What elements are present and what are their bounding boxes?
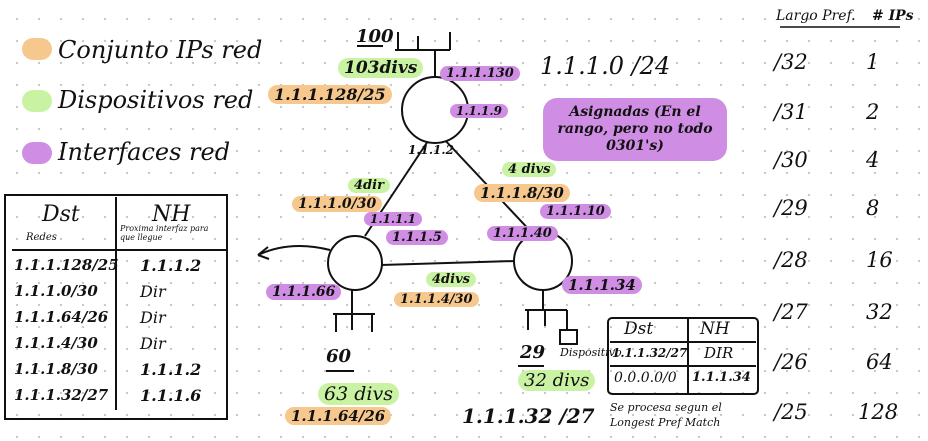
top-devices: 103divs: [338, 58, 424, 78]
rt-left-row-4-dst: 1.1.1.8/30: [14, 360, 98, 378]
prefix-row-5-length: /27: [774, 300, 808, 324]
right-hosts: 29: [520, 342, 546, 363]
prefix-row-6-ips: 64: [866, 350, 893, 374]
rt-left-row-4-nh: 1.1.1.2: [140, 360, 202, 379]
rt-right-row-0-nh: DIR: [704, 344, 734, 362]
prefix-row-5-ips: 32: [866, 300, 893, 324]
right-iface-10: 1.1.1.10: [540, 204, 611, 219]
legend-label-interfaces: Interfaces red: [58, 138, 231, 166]
top-iface-130: 1.1.1.130: [440, 66, 520, 81]
prefix-row-0-ips: 1: [866, 50, 880, 74]
rt-right-row-1-dst: 0.0.0.0/0: [614, 370, 677, 386]
rt-left-header-nh: NH: [152, 202, 191, 227]
rt-left-row-2-dst: 1.1.1.64/26: [14, 308, 109, 326]
legend-swatch-purple: [22, 142, 52, 164]
rt-left-row-5-nh: 1.1.1.6: [140, 386, 202, 405]
link-left-right-devices: 4divs: [426, 272, 476, 287]
top-hosts: 100: [356, 26, 394, 47]
rt-left-row-3-nh: Dir: [140, 334, 166, 353]
left-iface-1: 1.1.1.1: [364, 212, 422, 226]
rt-left-row-0-dst: 1.1.1.128/25: [14, 256, 119, 274]
top-subnet: 1.1.1.128/25: [268, 85, 392, 104]
prefix-row-2-length: /30: [774, 148, 808, 172]
network-prefix: 1.1.1.0 /24: [540, 52, 671, 80]
link-left-right: [380, 260, 516, 266]
prefix-row-0-length: /32: [774, 50, 808, 74]
link-top-right-devices: 4 divs: [502, 162, 557, 177]
right-subnet: 1.1.1.32 /27: [462, 404, 595, 428]
legend-label-ip-set: Conjunto IPs red: [58, 36, 263, 64]
left-subnet: 1.1.1.64/26: [285, 407, 392, 425]
prefix-row-1-ips: 2: [866, 100, 880, 124]
right-iface-34: 1.1.1.34: [562, 276, 642, 294]
rt-left-row-3-dst: 1.1.1.4/30: [14, 334, 98, 352]
right-device-label: Dispositivo: [560, 346, 622, 359]
rt-left-header-dst: Dst: [42, 202, 80, 227]
prefix-row-4-length: /28: [774, 248, 808, 272]
prefix-row-7-length: /25: [774, 400, 808, 424]
left-iface-66: 1.1.1.66: [266, 284, 342, 300]
rt-left-row-1-dst: 1.1.1.0/30: [14, 282, 98, 300]
rt-left-sub-redes: Redes: [26, 232, 57, 243]
legend-swatch-orange: [22, 38, 52, 60]
assigned-note: Asignadas (En el rango, pero no todo 030…: [543, 98, 727, 161]
routing-table-left-frame: [4, 194, 228, 420]
device-box: [559, 329, 578, 345]
prefix-row-2-ips: 4: [866, 148, 880, 172]
right-devices: 32 divs: [518, 370, 596, 391]
rt-left-row-0-nh: 1.1.1.2: [140, 256, 202, 275]
link-top-right-subnet: 1.1.1.8/30: [474, 184, 570, 202]
rt-right-header-dst: Dst: [624, 319, 654, 339]
link-left-top-devices: 4dir: [348, 178, 390, 193]
rt-left-row-2-nh: Dir: [140, 308, 166, 327]
rt-left-sub-nh: Proxima interfaz para que llegue: [120, 224, 209, 242]
rt-right-header-nh: NH: [700, 319, 730, 339]
prefix-row-3-length: /29: [774, 196, 808, 220]
left-devices: 63 divs: [318, 383, 399, 405]
legend-swatch-green: [22, 90, 52, 112]
prefix-row-6-length: /26: [774, 350, 808, 374]
right-iface-40: 1.1.1.40: [487, 226, 558, 241]
prefix-header-ips: # IPs: [872, 8, 914, 24]
top-iface-2: 1.1.1.2: [408, 143, 454, 157]
rt-right-note: Se procesa segun el Longest Pref Match: [610, 401, 722, 429]
prefix-row-7-ips: 128: [858, 400, 899, 424]
rt-right-row-0-dst: 1.1.1.32/27: [612, 346, 688, 360]
default-route-arrow: [257, 245, 331, 256]
router-left: [327, 235, 383, 291]
legend-label-devices: Dispositivos red: [58, 86, 254, 114]
left-iface-5: 1.1.1.5: [386, 230, 448, 245]
prefix-row-1-length: /31: [774, 100, 808, 124]
rt-right-row-1-nh: 1.1.1.34: [692, 370, 751, 385]
link-left-right-subnet: 1.1.1.4/30: [394, 292, 479, 307]
prefix-row-4-ips: 16: [866, 248, 893, 272]
prefix-header-length: Largo Pref.: [776, 8, 856, 24]
link-left-top-subnet: 1.1.1.0/30: [292, 196, 383, 212]
rt-left-row-1-nh: Dir: [140, 282, 166, 301]
rt-left-row-5-dst: 1.1.1.32/27: [14, 386, 109, 404]
left-hosts: 60: [326, 346, 352, 367]
routing-table-right-frame: [607, 317, 759, 395]
prefix-row-3-ips: 8: [866, 196, 880, 220]
top-iface-9: 1.1.1.9: [450, 104, 508, 118]
